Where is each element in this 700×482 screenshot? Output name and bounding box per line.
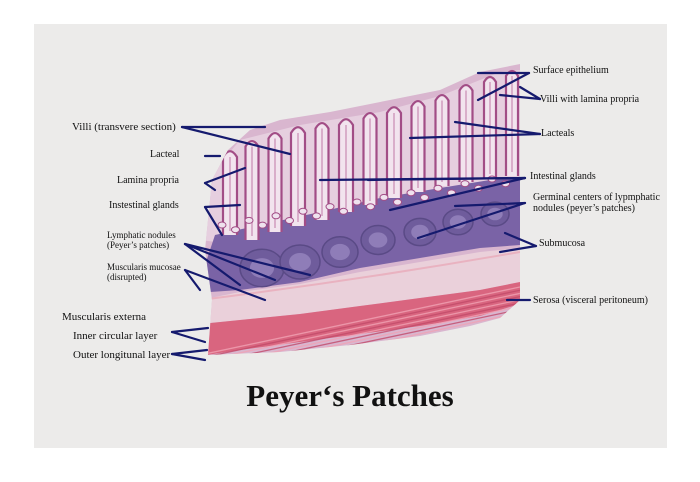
leader-line bbox=[170, 330, 207, 344]
label-lymphatic-nodules-line2: (Peyer’s patches) bbox=[107, 239, 170, 250]
muscle-fiber bbox=[205, 286, 520, 355]
gland-cross-section bbox=[285, 217, 294, 224]
leader-line bbox=[318, 176, 527, 182]
label-lacteals: Lacteals bbox=[541, 128, 575, 139]
leader-line bbox=[183, 242, 242, 287]
leader-line bbox=[183, 268, 202, 292]
label-germinal-centers-line1: Germinal centers of lypmphatic bbox=[533, 192, 660, 203]
gland-cross-section bbox=[312, 212, 321, 220]
gland-cross-section bbox=[298, 207, 308, 215]
tissue-section bbox=[205, 64, 520, 355]
label-muscularis-mucosae-line2: (disrupted) bbox=[107, 271, 147, 282]
label-serosa: Serosa (visceral peritoneum) bbox=[533, 295, 648, 306]
leader-line bbox=[453, 201, 527, 208]
label-submucosa: Submucosa bbox=[539, 238, 586, 249]
figure-title: Peyer‘s Patches bbox=[246, 378, 454, 413]
muscle-fiber bbox=[205, 299, 520, 355]
leader-line bbox=[180, 125, 292, 156]
label-muscularis-externa: Muscularis externa bbox=[62, 311, 146, 323]
germinal-center bbox=[289, 253, 311, 271]
germinal-center bbox=[330, 243, 350, 261]
intestinal-glands bbox=[217, 175, 510, 234]
muscle-fiber bbox=[205, 295, 520, 355]
leader-line bbox=[170, 348, 209, 356]
leader-line bbox=[170, 326, 210, 334]
gland-cross-section bbox=[433, 184, 443, 192]
label-lacteal: Lacteal bbox=[150, 149, 180, 160]
gland-cross-section bbox=[393, 198, 402, 206]
villi bbox=[221, 69, 520, 240]
muscularis-mucosae-band bbox=[205, 251, 520, 301]
leader-line bbox=[203, 205, 224, 237]
gland-cross-section bbox=[460, 180, 470, 188]
leader-line bbox=[203, 166, 247, 185]
gland-cross-section bbox=[244, 216, 254, 224]
gland-cross-section bbox=[366, 203, 375, 211]
muscle-fiber bbox=[205, 305, 520, 355]
label-lamina-propria: Lamina propria bbox=[117, 175, 179, 186]
gland-cross-section bbox=[352, 198, 362, 206]
gland-cross-section bbox=[406, 189, 416, 197]
leader-line bbox=[203, 181, 217, 192]
submucosa-layer bbox=[205, 248, 520, 324]
leader-line bbox=[503, 231, 538, 248]
label-muscularis-mucosae: Muscularis mucosae (disrupted) bbox=[107, 262, 181, 283]
leader-line bbox=[170, 352, 207, 362]
label-inner-circular: Inner circular layer bbox=[73, 330, 158, 342]
gland-cross-section bbox=[217, 221, 227, 229]
label-lymphatic-nodules-line1: Lymphatic nodules bbox=[107, 230, 176, 240]
gland-cross-section bbox=[271, 212, 281, 220]
label-intestinal-glands-right: Intestinal glands bbox=[530, 171, 596, 182]
leader-line bbox=[183, 242, 277, 282]
label-villi-lamina-propria: Villi with lamina propria bbox=[540, 94, 640, 105]
muscle-fiber bbox=[205, 302, 520, 355]
muscle-fiber bbox=[205, 308, 520, 355]
germinal-center bbox=[368, 232, 388, 248]
leader-line bbox=[388, 176, 527, 212]
gland-cross-section bbox=[339, 207, 348, 215]
label-villi-transverse: Villi (transvere section) bbox=[72, 121, 176, 133]
leader-line bbox=[416, 201, 527, 240]
leader-line bbox=[453, 120, 542, 136]
gland-cross-section bbox=[379, 193, 389, 201]
muscle-fiber bbox=[205, 289, 520, 355]
leader-line bbox=[498, 244, 538, 254]
label-surface-epithelium: Surface epithelium bbox=[533, 65, 609, 76]
label-muscularis-mucosae-line1: Muscularis mucosae bbox=[107, 262, 181, 272]
muscle-fiber bbox=[205, 292, 520, 355]
label-lymphatic-nodules: Lymphatic nodules (Peyer’s patches) bbox=[107, 230, 176, 251]
leader-line bbox=[203, 203, 242, 209]
gland-cross-section bbox=[325, 203, 335, 211]
leader-lines bbox=[170, 71, 542, 362]
label-outer-longitudinal: Outer longitunal layer bbox=[73, 349, 171, 361]
gland-cross-section bbox=[258, 221, 267, 229]
leader-line bbox=[408, 132, 542, 140]
label-germinal-centers: Germinal centers of lypmphatic nodules (… bbox=[533, 192, 660, 214]
leader-line bbox=[498, 93, 542, 101]
label-intestinal-glands-left: Instestinal glands bbox=[109, 200, 179, 211]
gland-cross-section bbox=[231, 226, 240, 234]
leader-line bbox=[518, 85, 542, 101]
label-germinal-centers-line2: nodules (peyer’s patches) bbox=[533, 203, 636, 214]
leader-line bbox=[183, 242, 312, 277]
leader-line bbox=[476, 71, 531, 102]
leader-line bbox=[183, 268, 267, 302]
gland-cross-section bbox=[420, 194, 429, 201]
